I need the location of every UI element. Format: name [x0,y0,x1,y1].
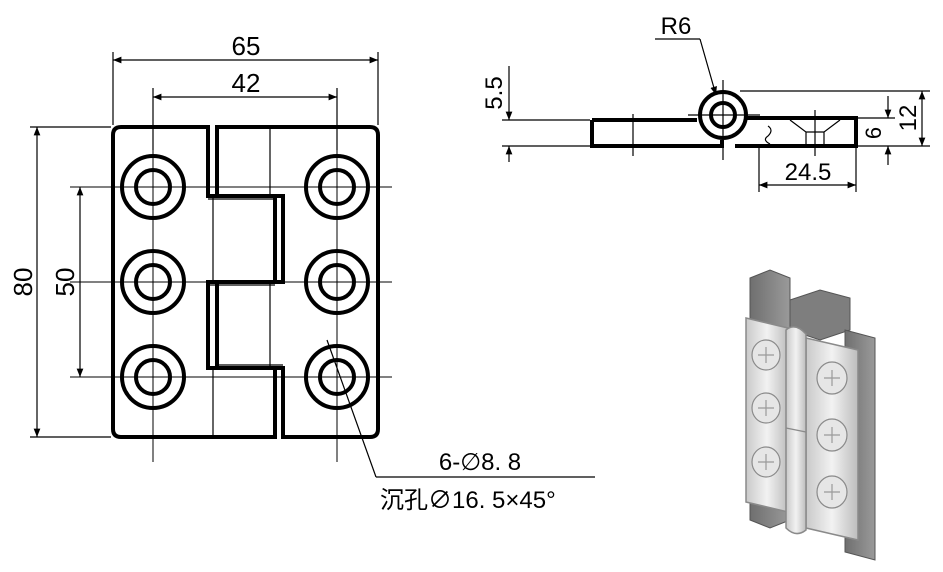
left-leaf-outline [111,125,277,439]
front-view: 65 42 80 50 6-∅8. 8 沉孔∅16. 5×45° [8,31,595,514]
dim-label-24-5: 24.5 [785,159,832,186]
screw-icon [816,475,848,509]
dim-label-5-5: 5.5 [481,76,508,109]
screws [751,339,848,509]
dim-hole-spacing-width: 42 [152,68,338,150]
dim-label-12: 12 [895,105,922,132]
dim-label-50: 50 [50,268,80,297]
screw-icon [751,446,781,478]
dim-label-6: 6 [861,127,886,139]
right-leaf-outline [215,125,380,439]
callout-line-2: 沉孔∅16. 5×45° [380,487,556,514]
hole [304,344,370,410]
dim-side-length: 24.5 [758,148,857,192]
hole [120,344,186,410]
screw-icon [816,361,848,395]
hole [120,154,186,220]
screw-icon [751,339,781,371]
break-line [764,125,772,145]
callout-line-1: 6-∅8. 8 [439,449,521,476]
dim-label-r6: R6 [661,13,692,40]
dim-total-height: 12 [740,90,930,147]
hinge-3d-image [745,269,876,561]
dim-radius: R6 [655,13,717,96]
dim-overall-width: 65 [112,31,379,125]
screw-icon [816,418,848,452]
hole [304,154,370,220]
hole-callout: 6-∅8. 8 沉孔∅16. 5×45° [326,339,595,514]
dim-hole-spacing-height: 50 [50,187,84,377]
hole [304,249,370,315]
hole [120,249,186,315]
side-view: R6 5.5 12 6 24.5 [481,13,930,192]
side-left-leaf [590,118,724,148]
dim-label-65: 65 [232,31,261,61]
dim-label-80: 80 [8,268,38,297]
dim-leaf-thickness: 5.5 [481,66,590,162]
dim-side-height: 6 [858,96,895,165]
dim-label-42: 42 [232,68,261,98]
countersunk-holes [120,154,370,410]
dim-overall-height: 80 [8,126,111,438]
screw-icon [751,392,781,424]
side-right-leaf [735,116,858,148]
